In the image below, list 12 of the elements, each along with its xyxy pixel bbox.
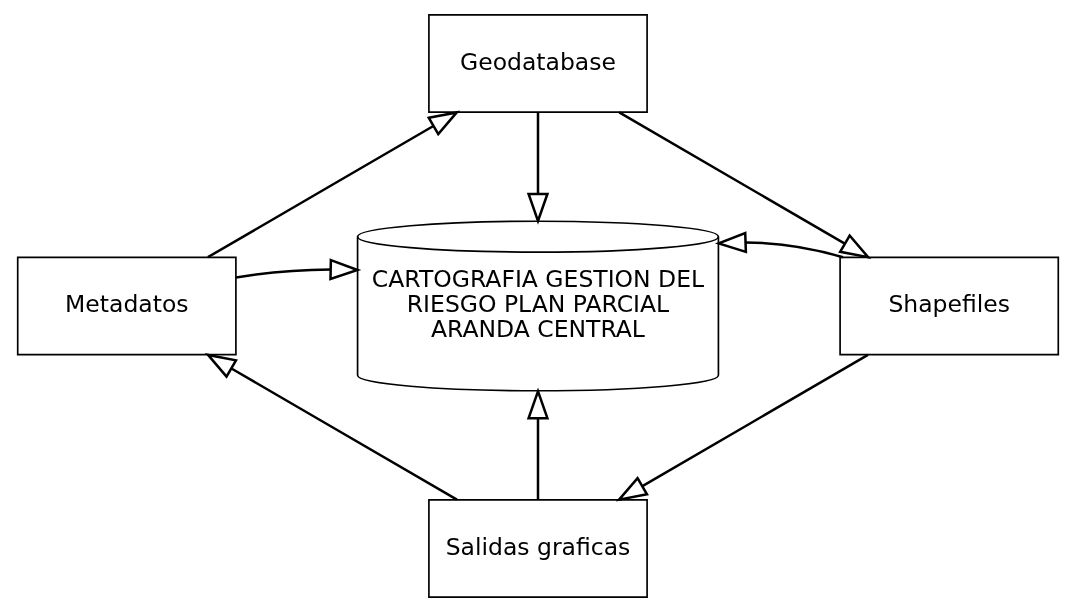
node-box: Metadatos: [16, 256, 237, 356]
node-box: Geodatabase: [428, 13, 648, 113]
arrow: [615, 353, 869, 502]
arrow: [526, 112, 550, 225]
node-box: Salidas graficas: [428, 499, 648, 599]
arrow: [207, 110, 461, 259]
arrow: [714, 231, 844, 259]
arrow: [204, 353, 458, 501]
arrow: [235, 258, 362, 281]
arrow: [618, 111, 872, 260]
arrow: [526, 387, 550, 500]
node-box: Shapefiles: [839, 256, 1060, 356]
